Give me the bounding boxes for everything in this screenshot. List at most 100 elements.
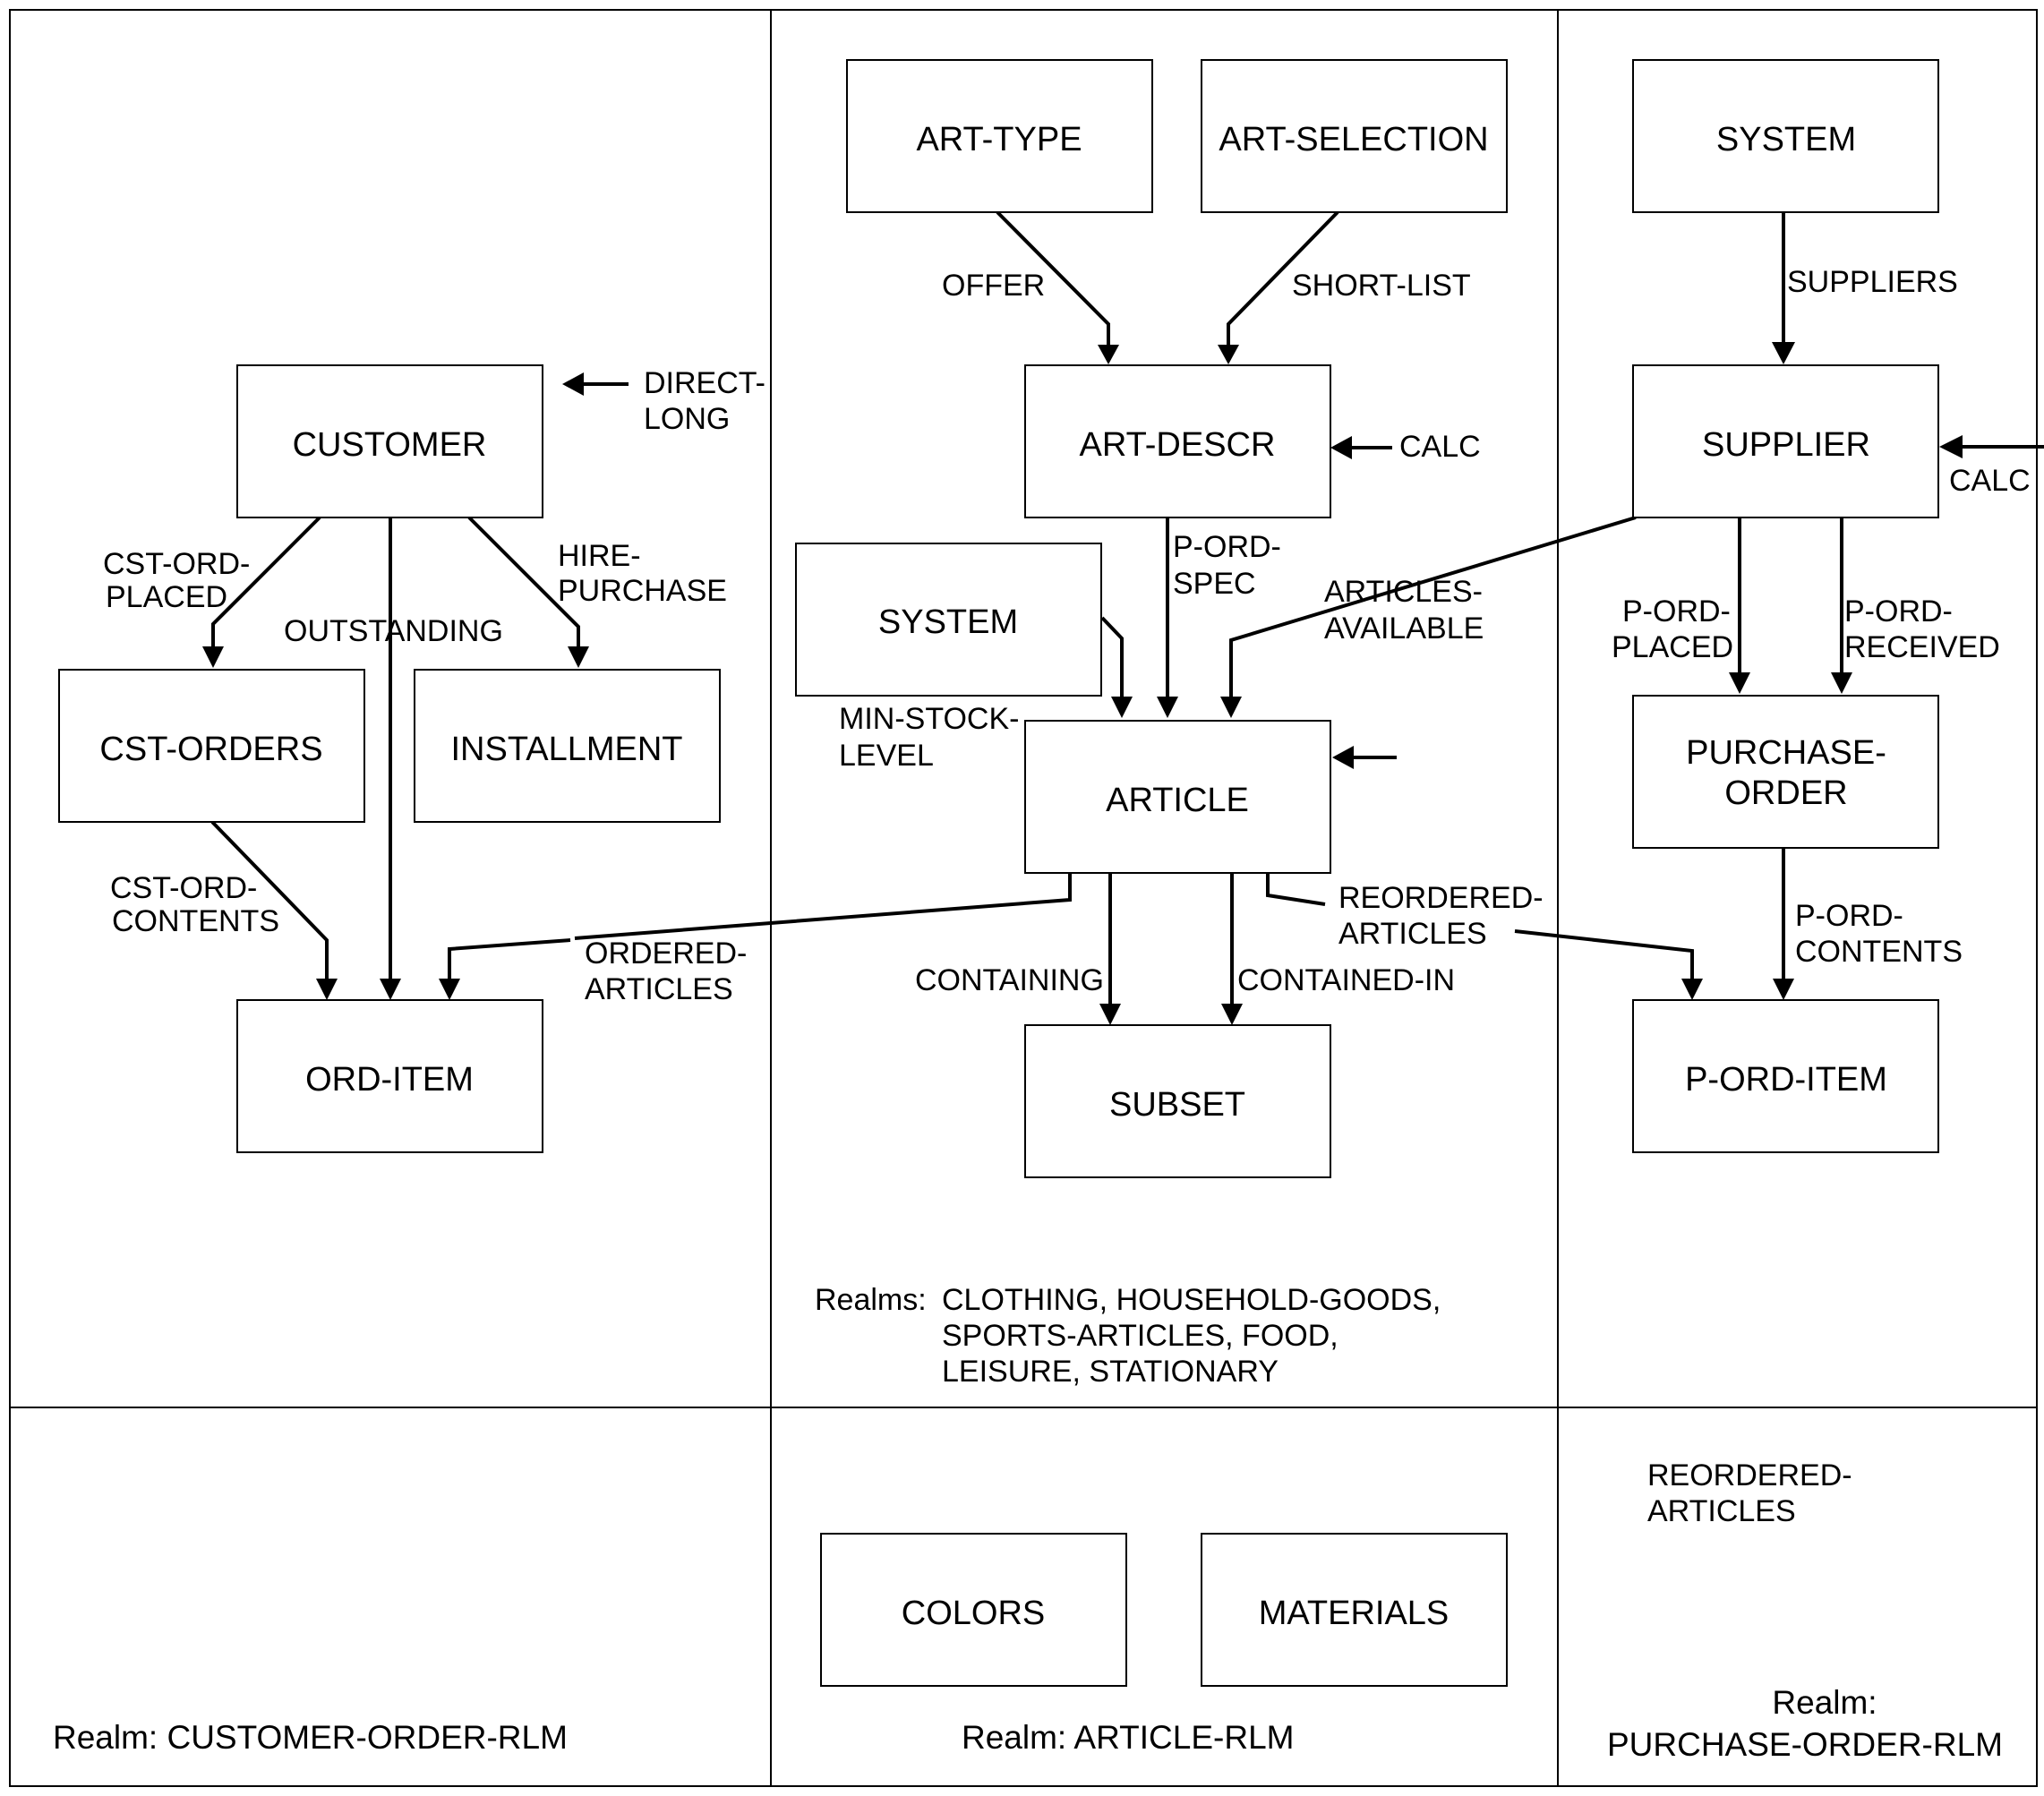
edge-label-cst-ord-placed: CST-ORD- xyxy=(103,547,250,581)
node-subset: SUBSET xyxy=(1024,1024,1331,1178)
edge-label-hire-purchase: HIRE- xyxy=(558,539,641,573)
node-label: ART-SELECTION xyxy=(1219,121,1488,158)
node-label: MATERIALS xyxy=(1259,1595,1450,1632)
node-label: CUSTOMER xyxy=(293,426,487,464)
arrowhead xyxy=(1729,672,1750,694)
node-label: PURCHASE- xyxy=(1686,734,1886,772)
realm-purchase-order: PURCHASE-ORDER-RLM xyxy=(1607,1726,2003,1763)
edge-label-offer: OFFER xyxy=(942,269,1045,303)
realm-labels: Realms: CLOTHING, HOUSEHOLD-GOODS, SPORT… xyxy=(53,1283,2003,1763)
arrowhead xyxy=(316,979,338,1000)
node-cst-orders: CST-ORDERS xyxy=(58,669,365,823)
entity-boxes: ART-TYPE ART-SELECTION SYSTEM CUSTOMER A… xyxy=(58,59,1939,1687)
node-label: SYSTEM xyxy=(1716,121,1856,158)
node-art-descr: ART-DESCR xyxy=(1024,364,1331,518)
edge-hire-purchase xyxy=(467,516,580,653)
edge-label-reordered-articles: REORDERED- xyxy=(1338,881,1544,915)
edge-label-p-ord-received: RECEIVED xyxy=(1844,630,2000,664)
arrowhead xyxy=(1330,436,1352,459)
node-label: SUPPLIER xyxy=(1702,426,1870,464)
node-installment: INSTALLMENT xyxy=(414,669,721,823)
node-ord-item: ORD-ITEM xyxy=(236,999,543,1153)
edge-label-p-ord-contents: P-ORD- xyxy=(1795,899,1903,933)
edge-label-contained-in: CONTAINED-IN xyxy=(1237,963,1455,997)
node-materials: MATERIALS xyxy=(1201,1533,1508,1687)
edge-label-ordered-articles: ARTICLES xyxy=(585,972,733,1006)
arrowhead xyxy=(1939,435,1963,458)
edge-ordered-articles xyxy=(448,938,571,985)
arrowhead xyxy=(1772,342,1795,364)
reordered-articles-note: REORDERED- xyxy=(1647,1458,1852,1492)
node-label: P-ORD-ITEM xyxy=(1685,1061,1887,1099)
arrowhead xyxy=(1221,1004,1243,1025)
edge-label-short-list: SHORT-LIST xyxy=(1292,269,1471,303)
realms-list-line: SPORTS-ARTICLES, FOOD, xyxy=(942,1319,1338,1353)
edge-label-p-ord-contents: CONTENTS xyxy=(1795,935,1963,969)
edge-label-ordered-articles: ORDERED- xyxy=(585,936,747,971)
node-article: ARTICLE xyxy=(1024,720,1331,874)
edge-cst-ord-contents xyxy=(210,820,329,985)
arrowhead xyxy=(562,372,584,396)
edge-ordered-articles xyxy=(574,873,1072,940)
node-system-top: SYSTEM xyxy=(1632,59,1939,213)
node-p-ord-item: P-ORD-ITEM xyxy=(1632,999,1939,1153)
arrowhead xyxy=(1099,1004,1121,1025)
node-label: ARTICLE xyxy=(1106,782,1249,819)
edge-label-calc: CALC xyxy=(1399,430,1481,464)
node-label: SUBSET xyxy=(1109,1086,1245,1124)
edge-label-cst-ord-contents: CST-ORD- xyxy=(110,871,257,905)
realm-customer-order: Realm: CUSTOMER-ORDER-RLM xyxy=(53,1719,568,1756)
arrowhead xyxy=(1111,697,1133,718)
realm-purchase-order: Realm: xyxy=(1772,1684,1877,1721)
edge-label-min-stock-level: LEVEL xyxy=(839,739,934,773)
arrowhead xyxy=(1773,979,1794,1000)
node-label: CST-ORDERS xyxy=(99,731,322,768)
edge-label-direct-long: LONG xyxy=(644,402,730,436)
edge-offer xyxy=(996,210,1110,351)
arrowhead xyxy=(1218,345,1239,364)
edge-label-direct-long: DIRECT- xyxy=(644,366,765,400)
edge-label-articles-available: ARTICLES- xyxy=(1324,575,1483,609)
edge-label-p-ord-received: P-ORD- xyxy=(1844,594,1953,629)
edge-label-containing: CONTAINING xyxy=(915,963,1104,997)
reordered-articles-note: ARTICLES xyxy=(1647,1494,1796,1528)
edge-reordered-articles xyxy=(1266,873,1326,906)
edge-label-articles-available: AVAILABLE xyxy=(1324,611,1484,646)
arrowhead xyxy=(1157,697,1178,718)
node-label: ART-DESCR xyxy=(1080,426,1276,464)
edge-label-p-ord-spec: SPEC xyxy=(1173,567,1256,601)
edge-label-suppliers: SUPPLIERS xyxy=(1787,265,1958,299)
edge-short-list xyxy=(1227,210,1339,351)
node-colors: COLORS xyxy=(820,1533,1127,1687)
edge-articles-available xyxy=(1229,516,1637,703)
arrowhead xyxy=(1831,672,1852,694)
edge-label-cst-ord-placed: PLACED xyxy=(106,580,227,614)
edge-cst-ord-placed xyxy=(211,516,321,653)
arrowhead xyxy=(1220,697,1242,718)
node-label: ORD-ITEM xyxy=(305,1061,474,1099)
arrowhead xyxy=(202,646,224,668)
realms-list-line: CLOTHING, HOUSEHOLD-GOODS, xyxy=(942,1283,1441,1317)
arrowhead xyxy=(1681,979,1703,1000)
edge-label-reordered-articles: ARTICLES xyxy=(1338,917,1487,951)
node-system-mid: SYSTEM xyxy=(795,543,1102,697)
edge-label-min-stock-level: MIN-STOCK- xyxy=(839,702,1019,736)
arrowhead xyxy=(1332,746,1354,769)
edge-label-outstanding: OUTSTANDING xyxy=(284,614,503,648)
node-art-type: ART-TYPE xyxy=(846,59,1153,213)
node-customer: CUSTOMER xyxy=(236,364,543,518)
node-label: COLORS xyxy=(902,1595,1045,1632)
edge-label-calc: CALC xyxy=(1949,464,2031,498)
edge-min-stock-level xyxy=(1100,616,1124,703)
edge-label-hire-purchase: PURCHASE xyxy=(558,574,727,608)
edges xyxy=(202,210,2044,1025)
panel-frame xyxy=(9,9,2038,1787)
edge-reordered-articles xyxy=(1514,929,1694,985)
edge-label-p-ord-placed: P-ORD- xyxy=(1622,594,1731,629)
arrowhead xyxy=(439,979,460,1000)
node-label: INSTALLMENT xyxy=(450,731,682,768)
arrowhead xyxy=(380,979,401,1000)
realms-list-label: Realms: xyxy=(815,1283,927,1317)
arrowhead xyxy=(1098,345,1119,364)
